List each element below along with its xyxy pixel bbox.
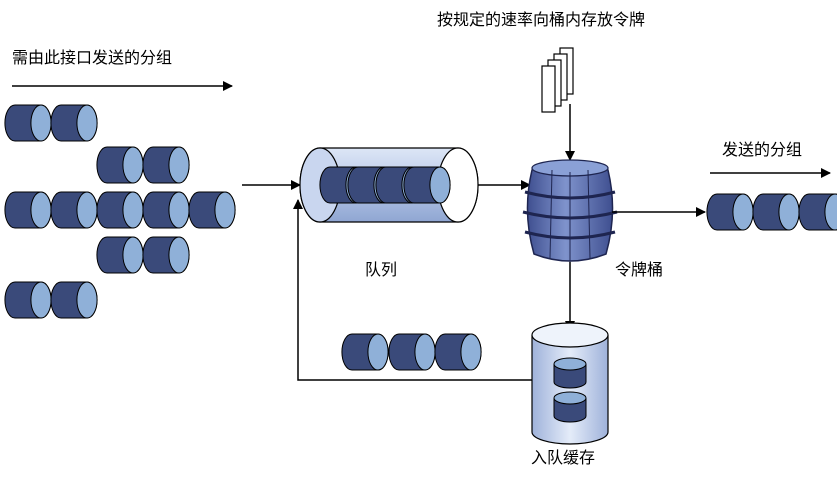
packet-icon <box>4 104 52 142</box>
token-bucket-label: 令牌桶 <box>615 260 664 279</box>
packet-icon <box>403 166 451 204</box>
sent-packet-group <box>706 193 837 231</box>
enqueue-buffer-label: 入队缓存 <box>531 448 596 467</box>
token-rate-label: 按规定的速率向桶内存放令牌 <box>437 10 646 29</box>
queue-label: 队列 <box>365 260 398 279</box>
packet-icon <box>341 333 389 371</box>
packet-icon <box>434 333 482 371</box>
packet-icon <box>142 146 190 184</box>
queued-packets <box>319 166 451 204</box>
packet-icon <box>798 193 837 231</box>
packet-icon <box>50 191 98 229</box>
packet-icon <box>142 236 190 274</box>
cylinder-icon <box>531 322 609 445</box>
barrel-icon <box>522 159 618 262</box>
packet-icon <box>96 146 144 184</box>
packet-icon <box>50 281 98 319</box>
packet-icon <box>142 191 190 229</box>
feedback-packet-group <box>341 333 482 371</box>
packet-icon <box>96 236 144 274</box>
incoming-label: 需由此接口发送的分组 <box>12 48 173 67</box>
packet-icon <box>706 193 754 231</box>
incoming-packet-cluster <box>4 104 236 319</box>
packet-icon <box>96 191 144 229</box>
feedback-loop-arrow <box>293 199 532 381</box>
packet-icon <box>4 191 52 229</box>
packet-icon <box>752 193 800 231</box>
packet-icon <box>188 191 236 229</box>
packet-icon <box>388 333 436 371</box>
packet-icon <box>4 281 52 319</box>
packet-icon <box>50 104 98 142</box>
token-card-icon <box>541 47 574 113</box>
queue-pipe <box>299 147 479 223</box>
sent-label: 发送的分组 <box>722 140 803 159</box>
